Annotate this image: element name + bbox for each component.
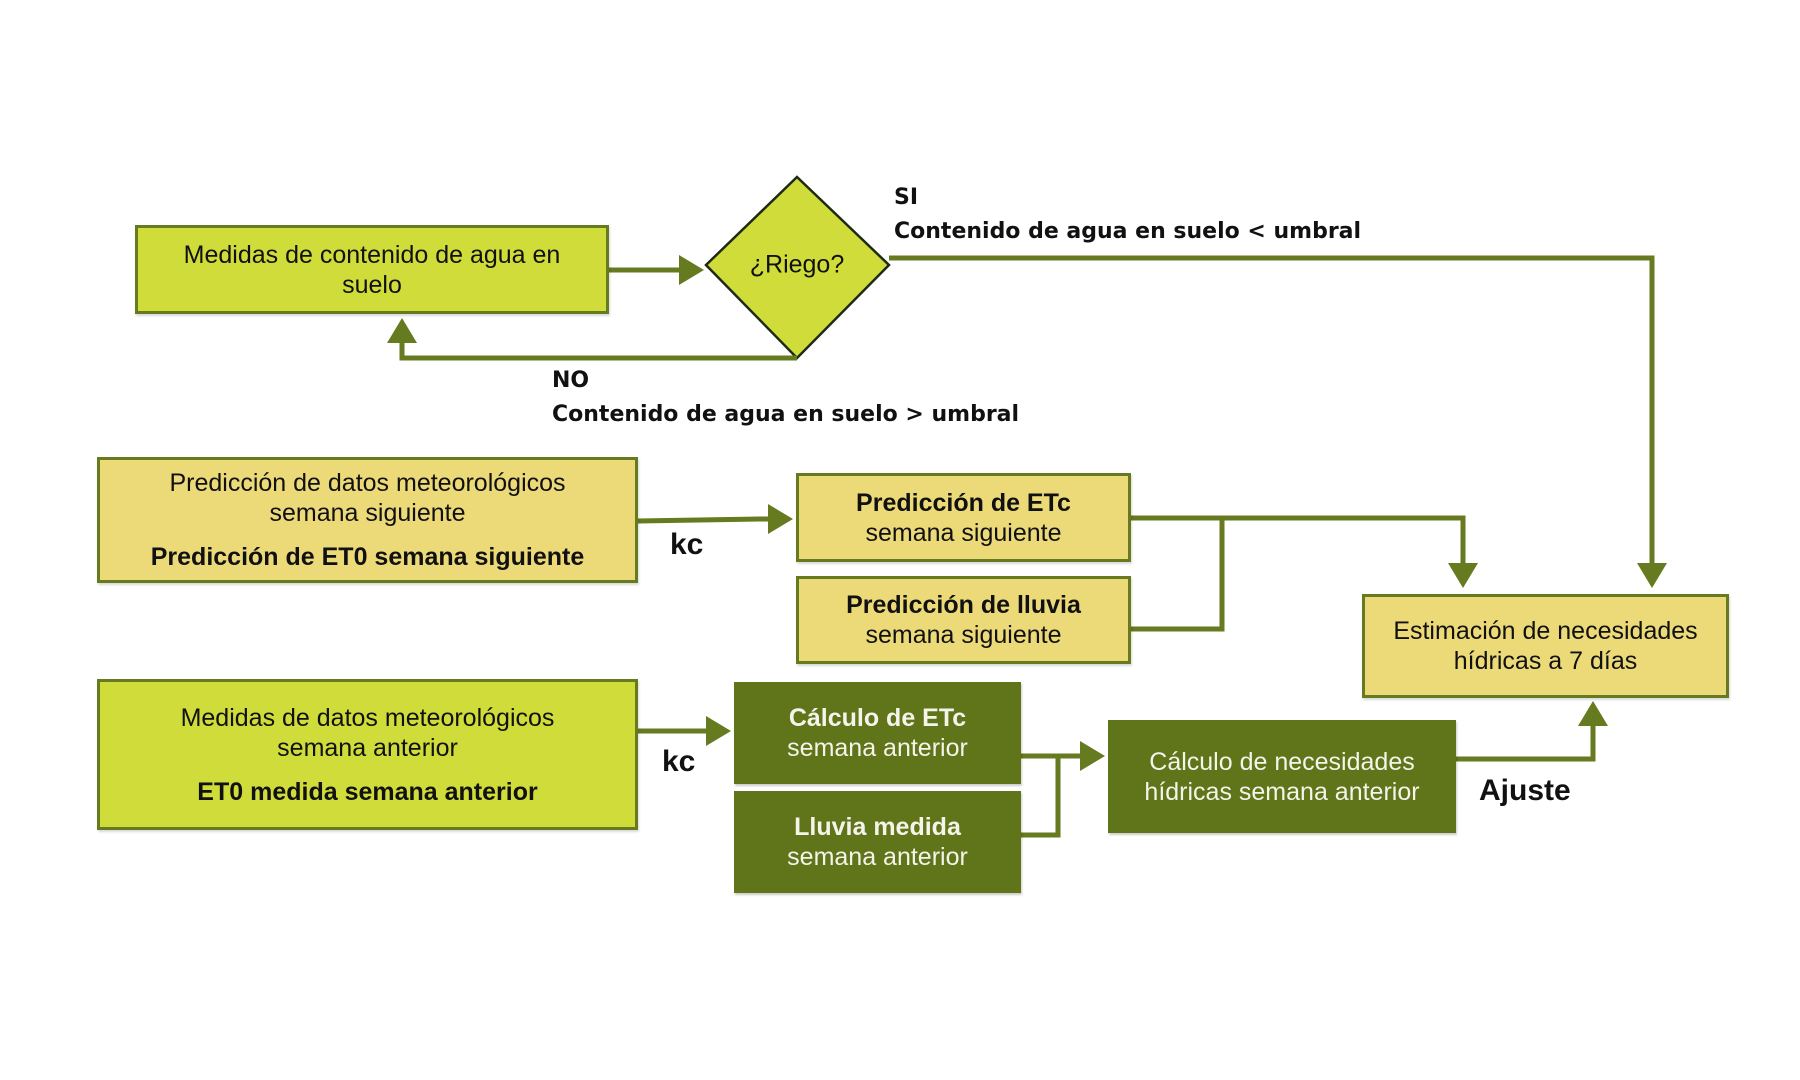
forecast-etc-title: Predicción de ETc <box>856 488 1071 517</box>
yes-title: SI <box>894 185 919 210</box>
calc-needs-box: Cálculo de necesidades hídricas semana a… <box>1108 720 1456 833</box>
measured-weather-line-2: semana anterior <box>277 733 458 762</box>
forecast-rain-box: Predicción de lluvia semana siguiente <box>796 576 1131 664</box>
calc-etc-title: Cálculo de ETc <box>788 704 967 732</box>
edge-measured-rain-merge <box>1021 756 1061 838</box>
soil-measure-line-2: suelo <box>342 270 402 299</box>
calc-needs-line-1: Cálculo de necesidades <box>1149 747 1415 776</box>
estimate-line-1: Estimación de necesidades <box>1393 617 1698 645</box>
soil-water-measurement-box: Medidas de contenido de agua en suelo <box>135 225 609 314</box>
calc-etc-box: Cálculo de ETc semana anterior <box>734 682 1021 784</box>
edge-forecast-rain-merge <box>1131 518 1225 632</box>
forecast-etc-sub: semana siguiente <box>865 518 1062 547</box>
edge-no-loop <box>387 317 797 361</box>
forecast-weather-line-1: Predicción de datos meteorológicos <box>169 469 566 497</box>
yes-label: SI Contenido de agua en suelo < umbral <box>894 183 1361 247</box>
measured-rain-sub: semana anterior <box>787 843 968 871</box>
edge-forecast-etc-to-estimate <box>1131 515 1478 589</box>
no-label: NO Contenido de agua en suelo > umbral <box>552 366 1019 430</box>
estimate-line-2: hídricas a 7 días <box>1453 647 1638 675</box>
measured-weather-line-1: Medidas de datos meteorológicos <box>180 703 555 732</box>
calc-needs-line-2: hídricas semana anterior <box>1144 777 1420 806</box>
forecast-weather-line-2: semana siguiente <box>269 499 466 527</box>
forecast-weather-box: Predicción de datos meteorológicos seman… <box>97 457 638 583</box>
edge-forecast-weather-to-etc <box>637 504 794 534</box>
soil-measure-line-1: Medidas de contenido de agua en <box>183 240 561 269</box>
forecast-etc-box: Predicción de ETc semana siguiente <box>796 473 1131 562</box>
calc-etc-sub: semana anterior <box>787 734 968 762</box>
measured-rain-title: Lluvia medida <box>794 813 961 841</box>
edge-adjust-to-estimate <box>1456 700 1608 762</box>
estimate-7-days-box: Estimación de necesidades hídricas a 7 d… <box>1362 594 1729 698</box>
yes-condition: Contenido de agua en suelo < umbral <box>894 219 1362 244</box>
adjust-label: Ajuste <box>1479 774 1571 807</box>
forecast-rain-title: Predicción de lluvia <box>846 591 1081 619</box>
measured-rain-box: Lluvia medida semana anterior <box>734 791 1021 893</box>
decision-label: ¿Riego? <box>749 250 845 279</box>
kc-label-measured: kc <box>662 745 696 778</box>
no-title: NO <box>552 368 590 393</box>
kc-label-forecast: kc <box>670 528 704 561</box>
forecast-rain-sub: semana siguiente <box>865 621 1062 649</box>
no-condition: Contenido de agua en suelo > umbral <box>552 402 1020 427</box>
edge-yes-to-estimate <box>889 255 1667 589</box>
measured-et0-label: ET0 medida semana anterior <box>197 777 538 806</box>
forecast-et0-label: Predicción de ET0 semana siguiente <box>150 543 585 571</box>
measured-weather-box: Medidas de datos meteorológicos semana a… <box>97 679 638 830</box>
